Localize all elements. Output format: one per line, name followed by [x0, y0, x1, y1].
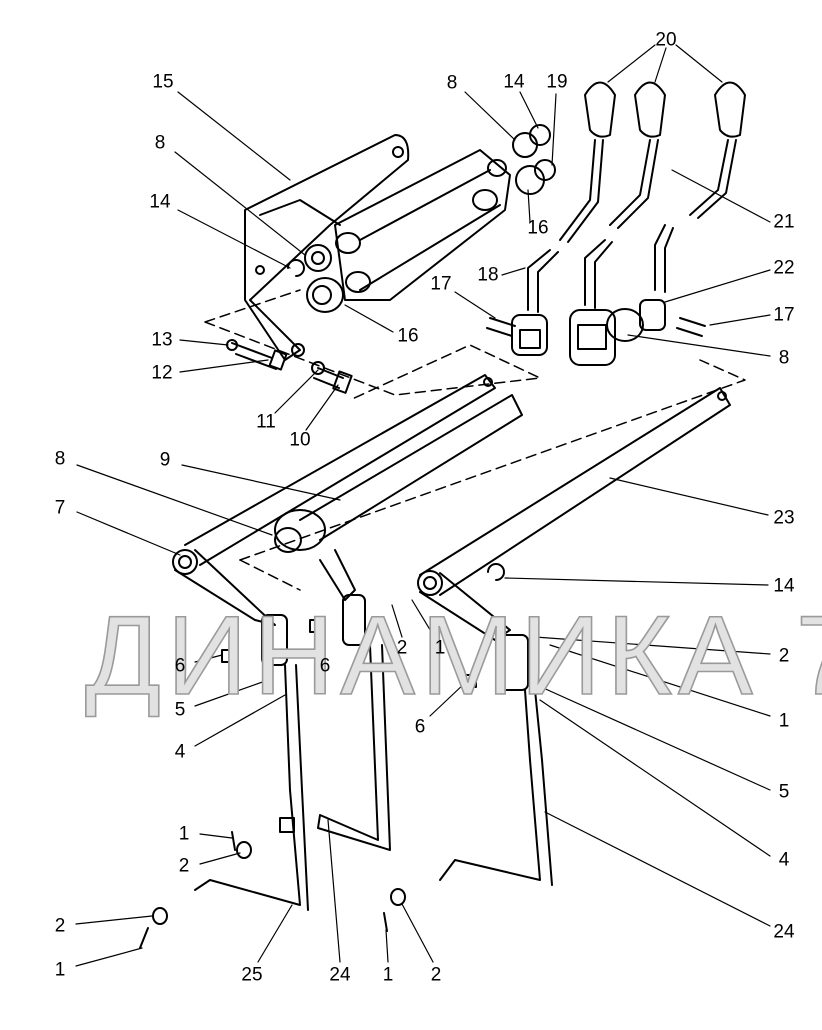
callout-10: 10: [289, 429, 311, 451]
callout-8: 8: [54, 448, 66, 470]
callout-2: 2: [54, 915, 66, 937]
callout-4: 4: [174, 741, 186, 763]
callout-22: 22: [773, 257, 795, 279]
leader-lines: [75, 44, 771, 967]
callout-2: 2: [430, 964, 442, 986]
callout-15: 15: [152, 71, 174, 93]
callout-14: 14: [149, 191, 171, 213]
callout-5: 5: [778, 781, 790, 803]
callout-21: 21: [773, 211, 795, 233]
bolts: [226, 339, 353, 394]
small-parts: [139, 831, 406, 949]
callout-6: 6: [414, 716, 426, 738]
callout-5: 5: [174, 699, 186, 721]
callout-8: 8: [154, 132, 166, 154]
valve-body: [255, 124, 556, 313]
shafts: [184, 374, 731, 596]
callout-11: 11: [256, 411, 276, 433]
callout-7: 7: [54, 497, 66, 519]
callout-18: 18: [477, 264, 499, 286]
callout-8: 8: [446, 72, 458, 94]
assembly-dash-lines: [204, 289, 746, 591]
callout-9: 9: [159, 449, 171, 471]
handles: [486, 81, 746, 366]
callout-1: 1: [178, 823, 190, 845]
callout-1: 1: [778, 710, 790, 732]
callout-2: 2: [396, 637, 408, 659]
callout-2: 2: [178, 855, 190, 877]
callout-17: 17: [430, 273, 452, 295]
callout-4: 4: [778, 849, 790, 871]
callout-2: 2: [778, 645, 790, 667]
callout-13: 13: [151, 329, 173, 351]
callout-6: 6: [174, 655, 186, 677]
callout-20: 20: [655, 29, 677, 51]
callout-8: 8: [778, 347, 790, 369]
callout-12: 12: [151, 362, 173, 384]
watermark: ДИНАМИКА 76: [84, 593, 822, 718]
callout-19: 19: [546, 71, 568, 93]
callout-16: 16: [527, 217, 549, 239]
callout-25: 25: [241, 964, 263, 986]
callout-1: 1: [382, 964, 394, 986]
bracket-15: [244, 134, 410, 361]
rods: [194, 644, 553, 911]
callout-1: 1: [54, 959, 66, 981]
callout-17: 17: [773, 304, 795, 326]
callout-6: 6: [319, 655, 331, 677]
callout-16: 16: [397, 325, 419, 347]
levers: [172, 549, 529, 691]
callout-1: 1: [434, 637, 446, 659]
callout-14: 14: [773, 575, 795, 597]
callout-23: 23: [773, 507, 795, 529]
callout-14: 14: [503, 71, 525, 93]
callout-24: 24: [329, 964, 351, 986]
callout-24: 24: [773, 921, 795, 943]
